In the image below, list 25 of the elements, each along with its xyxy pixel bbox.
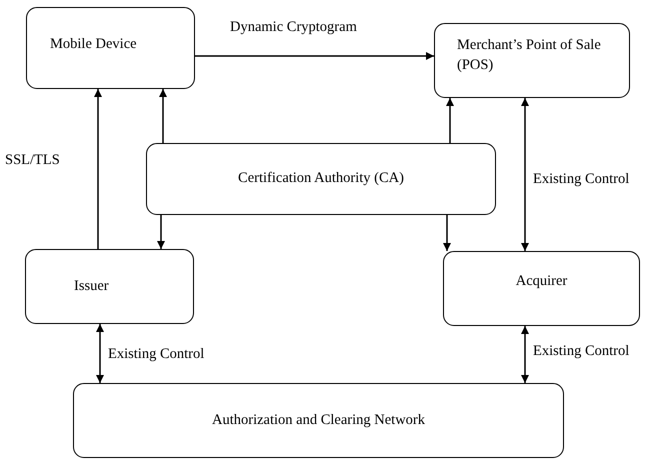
arrow — [96, 324, 104, 383]
process-box — [25, 249, 194, 324]
arrow — [195, 52, 434, 60]
box-label: Issuer — [74, 276, 109, 296]
arrow — [521, 98, 529, 251]
process-box — [434, 23, 630, 98]
arrow — [443, 215, 451, 251]
arrow — [157, 215, 165, 249]
edge-label: Existing Control — [532, 343, 630, 360]
box-label: Merchant’s Point of Sale (POS) — [457, 36, 602, 75]
process-box — [26, 7, 195, 89]
process-box — [73, 383, 564, 458]
arrow — [159, 89, 167, 143]
edge-label: Existing Control — [107, 346, 206, 363]
arrow — [446, 98, 454, 143]
box-label: Acquirer — [516, 272, 568, 291]
arrow — [94, 89, 102, 249]
edge-label: Existing Control — [532, 171, 630, 188]
box-label: Mobile Device — [50, 35, 137, 54]
process-box — [443, 251, 640, 326]
box-label: Authorization and Clearing Network — [212, 410, 425, 430]
edge-label: Dynamic Cryptogram — [229, 19, 358, 36]
process-box — [146, 143, 496, 215]
box-label: Certification Authority (CA) — [238, 169, 404, 188]
arrow — [521, 326, 529, 383]
